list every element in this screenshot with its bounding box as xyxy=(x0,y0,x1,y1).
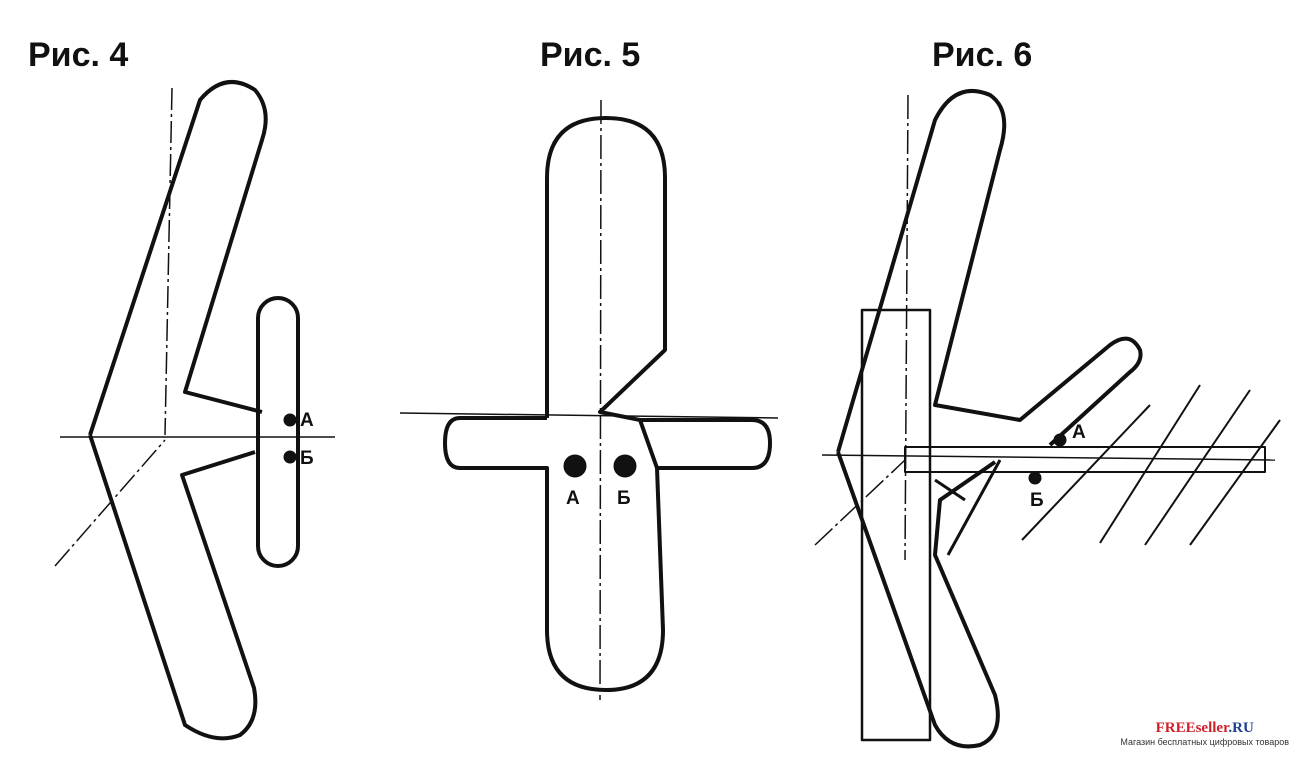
figure-4 xyxy=(54,80,335,741)
figure-5-title: Рис. 5 xyxy=(540,36,641,74)
fig4-point-a: А xyxy=(300,410,314,431)
figure-4-title: Рис. 4 xyxy=(28,36,129,74)
fig6-point-a: А xyxy=(1072,422,1086,443)
watermark-logo: FREEseller.RU Магазин бесплатных цифровы… xyxy=(1117,718,1292,750)
watermark-domain: .RU xyxy=(1228,720,1254,736)
figure-5 xyxy=(399,99,779,701)
watermark-brand: FREEseller xyxy=(1155,720,1229,736)
figure-6 xyxy=(814,89,1281,749)
fig6-point-b: Б xyxy=(1030,490,1044,511)
fig4-point-b: Б xyxy=(300,448,314,469)
figure-6-title: Рис. 6 xyxy=(932,36,1033,74)
fig5-point-b: Б xyxy=(617,488,631,509)
fig5-point-a: А xyxy=(566,488,580,509)
watermark-tagline: Магазин бесплатных цифровых товаров xyxy=(1120,737,1289,747)
